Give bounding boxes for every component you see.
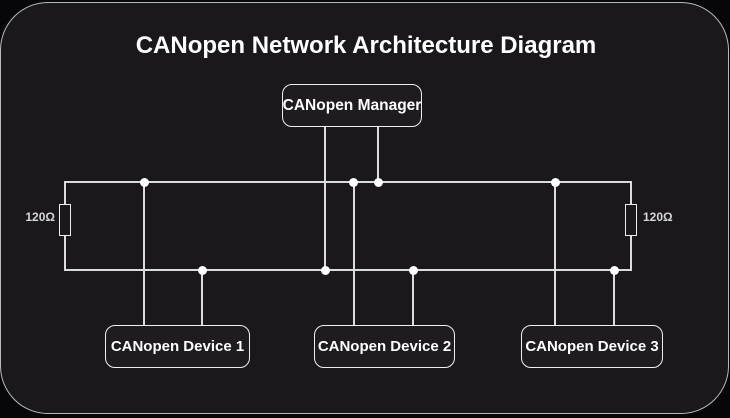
node-canopen-device-3: CANopen Device 3	[521, 325, 663, 368]
manager-wire-left	[324, 127, 326, 270]
device2-wire-top-bus	[353, 181, 355, 325]
node-canopen-device-2-label: CANopen Device 2	[317, 338, 452, 355]
can-bus-bottom-line	[65, 269, 632, 271]
manager-wire-right	[377, 127, 379, 182]
device3-wire-bottom-bus	[613, 269, 615, 325]
terminator-resistor-left	[59, 204, 71, 236]
junction-dot	[348, 177, 358, 187]
terminator-resistor-right	[625, 204, 637, 236]
terminator-label-left: 120Ω	[25, 210, 55, 224]
device3-wire-top-bus	[554, 181, 556, 325]
junction-dot	[373, 177, 383, 187]
device2-wire-bottom-bus	[412, 269, 414, 325]
node-canopen-device-1: CANopen Device 1	[105, 325, 250, 368]
device1-wire-top-bus	[143, 181, 145, 325]
device1-wire-bottom-bus	[201, 269, 203, 325]
junction-dot	[550, 177, 560, 187]
node-canopen-device-2: CANopen Device 2	[314, 325, 455, 368]
junction-dot	[197, 265, 207, 275]
terminator-label-right: 120Ω	[643, 210, 673, 224]
node-canopen-manager: CANopen Manager	[282, 84, 422, 127]
junction-dot	[320, 265, 330, 275]
node-canopen-device-1-label: CANopen Device 1	[110, 338, 245, 355]
node-canopen-manager-label: CANopen Manager	[282, 96, 422, 114]
junction-dot	[609, 265, 619, 275]
diagram-title: CANopen Network Architecture Diagram	[135, 32, 597, 59]
node-canopen-device-3-label: CANopen Device 3	[525, 338, 659, 355]
junction-dot	[139, 177, 149, 187]
junction-dot	[408, 265, 418, 275]
